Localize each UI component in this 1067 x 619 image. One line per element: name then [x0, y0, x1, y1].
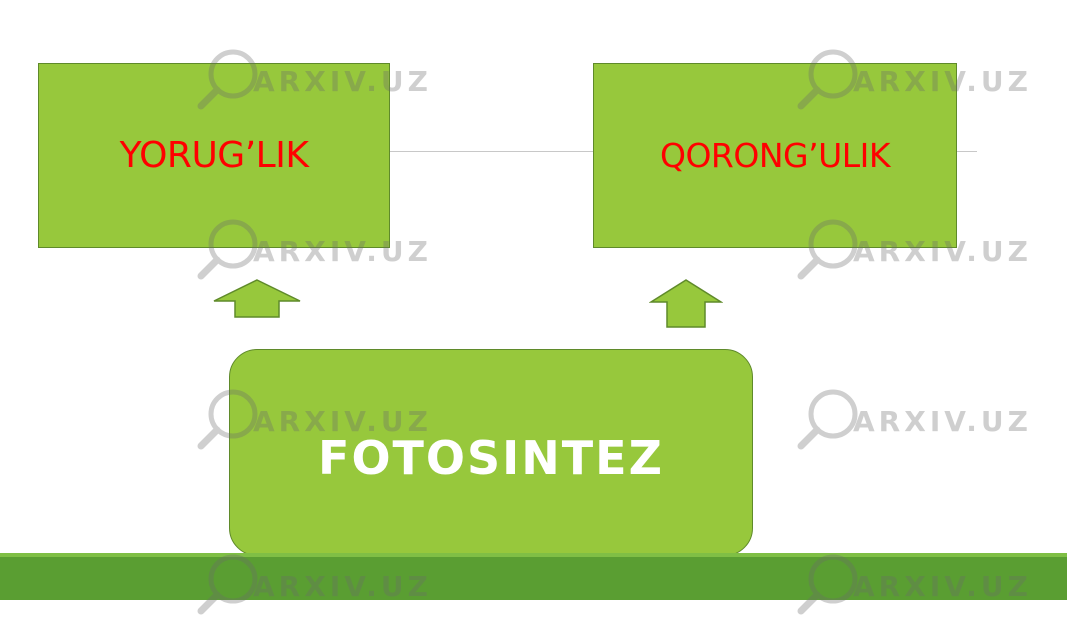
magnifier-icon — [797, 389, 858, 450]
watermark-text: ARXIV.UZ — [853, 404, 1032, 438]
fotosintez-label: FOTOSINTEZ — [318, 430, 664, 485]
qorong-ulik-box: QORONG’ULIK — [593, 63, 957, 248]
yorug-lik-box: YORUG’LIK — [38, 63, 390, 248]
qorong-ulik-label: QORONG’ULIK — [659, 136, 891, 175]
up-arrow-left-icon — [213, 279, 301, 318]
yorug-lik-label: YORUG’LIK — [119, 135, 309, 176]
up-arrow-right-icon — [649, 279, 723, 328]
footer-bar — [0, 553, 1067, 600]
watermark: ARXIV.UZ — [795, 388, 1032, 454]
fotosintez-box: FOTOSINTEZ — [229, 349, 753, 556]
